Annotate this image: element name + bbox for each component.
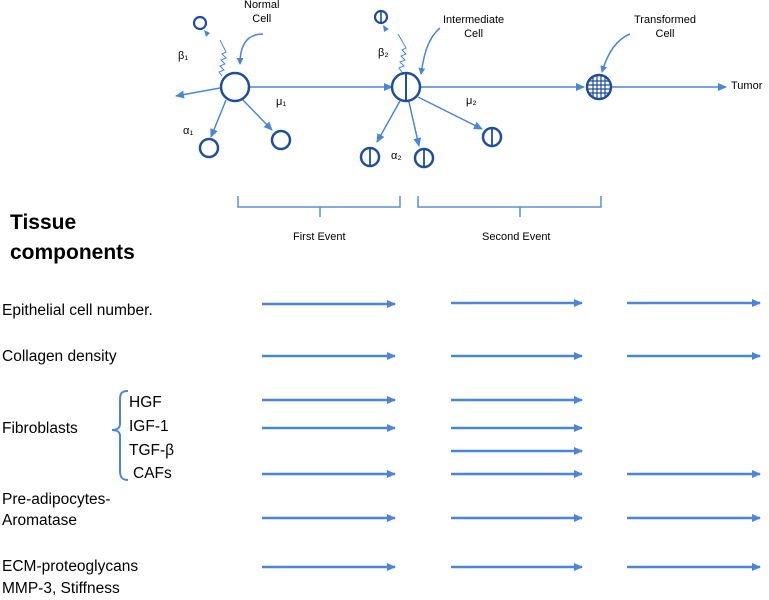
row-label-preadipocytes-1: Pre-adipocytes- (2, 491, 111, 508)
beta1-wave (218, 39, 227, 77)
row-label-preadipocytes-2: Aromatase (2, 512, 77, 529)
normal-cell-label: Normal Cell (244, 0, 280, 25)
first-event-label: First Event (293, 231, 346, 243)
second-event-bracket (417, 196, 602, 217)
transformed-cell-label: Transformed Cell (634, 14, 696, 40)
mu2-label: μ₂ (466, 95, 477, 107)
beta1-label: β₁ (178, 50, 189, 62)
row-arrows-epithelial (262, 299, 761, 308)
alpha2-label: α₂ (391, 150, 402, 162)
division-arrow-normal-2 (241, 98, 273, 131)
row-label-tgf: TGF-β (129, 442, 175, 459)
intermediate-daughter-cell-icon (481, 126, 503, 148)
normal-daughter-cell-icon (270, 129, 292, 151)
row-label-ecm-1: ECM-proteoglycans (2, 558, 139, 575)
row-label-epithelial: Epithelial cell number. (2, 302, 153, 319)
normal-dead-cell-icon (192, 15, 208, 31)
intermediate-pointer (418, 27, 441, 75)
second-event-label: Second Event (482, 231, 551, 243)
beta2-label: β₂ (378, 47, 389, 59)
intermediate-cell-icon (390, 71, 422, 103)
tissue-heading-line1: Tissue (10, 211, 77, 234)
alpha1-label: α₁ (183, 125, 194, 137)
row-label-fibroblasts: Fibroblasts (2, 420, 78, 437)
row-label-cafs: CAFs (133, 465, 172, 482)
row-label-igf: IGF-1 (129, 418, 169, 435)
row-label-collagen: Collagen density (2, 348, 117, 365)
transformed-pointer (600, 33, 631, 73)
row-label-ecm-2: MMP-3, Stiffness (2, 580, 120, 597)
intermediate-dead-cell-icon (373, 9, 389, 25)
transformed-cell-icon (585, 73, 613, 101)
tumor-label: Tumor (731, 80, 763, 92)
beta2-wave (397, 33, 407, 73)
mu1-label: μ₁ (276, 96, 287, 108)
tissue-heading-line2: components (10, 241, 135, 264)
fibroblasts-brace (111, 390, 129, 481)
normal-pointer (236, 33, 264, 65)
intermediate-cell-label: Intermediate Cell (443, 14, 505, 40)
division-arrow-int-2 (408, 101, 422, 147)
normal-daughter-cell-icon (198, 137, 220, 159)
first-event-bracket (237, 196, 401, 217)
intermediate-daughter-cell-icon (413, 147, 435, 169)
row-label-hgf: HGF (129, 394, 162, 411)
division-arrow-normal-1 (210, 99, 227, 138)
division-arrow-int-3 (417, 96, 483, 130)
division-arrow-int-1 (376, 100, 401, 143)
intermediate-daughter-cell-icon (359, 146, 381, 168)
normal-cell-icon (219, 71, 251, 103)
death-arrow-normal (175, 87, 221, 99)
